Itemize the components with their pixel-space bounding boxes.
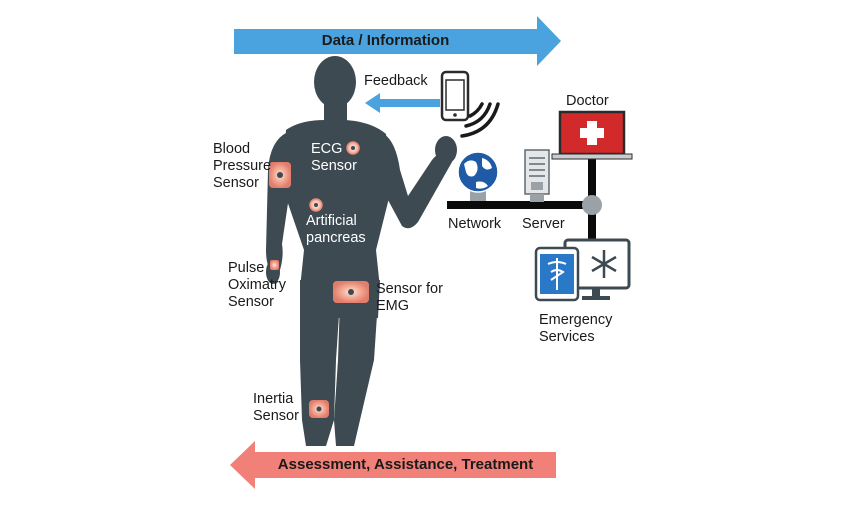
data-information-arrow	[234, 16, 561, 66]
globe-icon	[457, 151, 499, 201]
ecg-sensor-label: ECG Sensor	[311, 141, 357, 174]
server-label: Server	[522, 216, 565, 232]
emergency-link	[588, 206, 596, 244]
pulse-oximetry-sensor	[270, 260, 279, 270]
emg-sensor-label: Sensor for EMG	[376, 281, 443, 314]
network-label: Network	[448, 216, 502, 232]
server-icon	[524, 149, 550, 202]
assessment-arrow	[230, 441, 556, 489]
ecg-sensor-center	[351, 146, 355, 150]
pulse-oximetry-sensor-label: Pulse Oximatry Sensor	[228, 260, 286, 310]
blood-pressure-sensor-dot	[277, 172, 283, 178]
emg-sensor-dot	[348, 289, 354, 295]
inertia-sensor-label: Inertia Sensor	[253, 391, 299, 424]
blood-pressure-sensor-label: Blood Pressure Sensor	[213, 141, 272, 191]
emergency-monitor-icon	[563, 238, 631, 300]
feedback-label: Feedback	[364, 73, 428, 89]
smartphone-icon	[440, 70, 470, 122]
assessment-label: Assessment, Assistance, Treatment	[277, 456, 534, 473]
feedback-arrow	[365, 93, 440, 113]
network-backbone	[447, 201, 593, 209]
emergency-tablet-icon	[534, 246, 580, 302]
doctor-label: Doctor	[566, 93, 609, 109]
wireless-signal-icon	[460, 102, 500, 138]
doctor-laptop-icon	[551, 110, 633, 160]
network-hub	[582, 195, 602, 215]
data-information-label: Data / Information	[321, 32, 450, 49]
emergency-services-label: Emergency Services	[539, 312, 613, 345]
inertia-sensor-dot	[316, 406, 322, 412]
human-body-silhouette	[266, 56, 457, 446]
doctor-link	[588, 152, 596, 206]
artificial-pancreas-label: Artificial pancreas	[306, 213, 366, 246]
artificial-pancreas-sensor-center	[314, 203, 318, 207]
